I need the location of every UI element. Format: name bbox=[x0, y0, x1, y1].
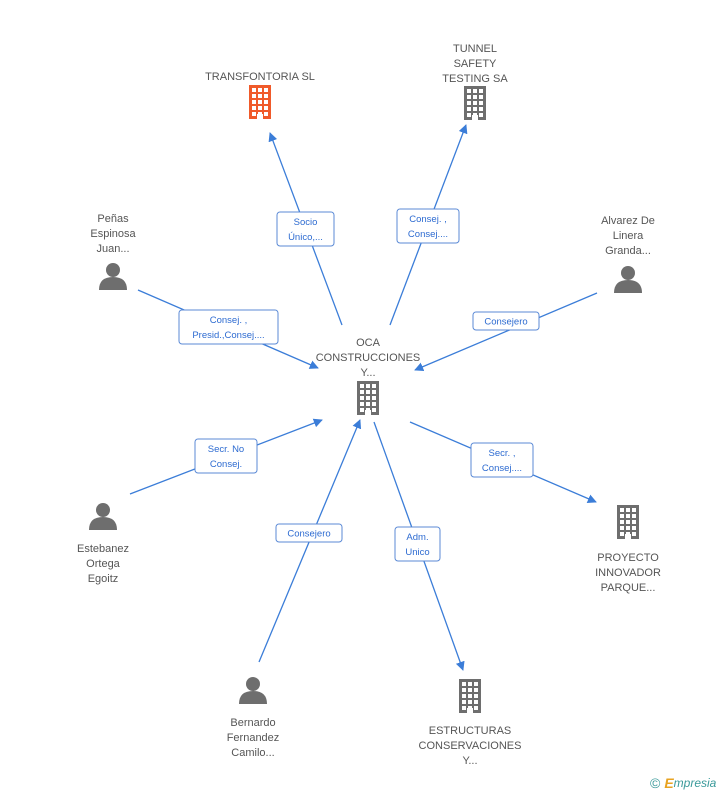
brand-initial: E bbox=[664, 775, 674, 791]
edge-label-box bbox=[276, 211, 335, 247]
edge-label-box bbox=[275, 523, 343, 543]
edge-label[interactable]: Adm. Unico bbox=[394, 526, 441, 562]
brand-name: mpresia bbox=[673, 776, 717, 790]
node-label-line: OCA bbox=[356, 337, 381, 349]
edge-label-text: Único,... bbox=[288, 232, 323, 243]
person-icon bbox=[89, 503, 117, 530]
edge-label[interactable]: Consejero bbox=[275, 523, 343, 543]
edge-label[interactable]: Secr. No Consej. bbox=[194, 438, 258, 474]
node-label: TRANSFONTORIA SL bbox=[205, 71, 315, 83]
nodes-layer: OCA CONSTRUCCIONES Y... TRANSFONTORIA SL TUN… bbox=[77, 43, 661, 767]
node-label: PROYECTO INNOVADOR PARQUE... bbox=[595, 552, 661, 594]
edge-label-text: Consej. , bbox=[409, 214, 447, 225]
node-label: TUNNEL SAFETY TESTING SA bbox=[442, 43, 508, 85]
node-label-line: ESTRUCTURAS bbox=[429, 725, 512, 737]
edge-label[interactable]: SocioÚnico,... bbox=[276, 211, 335, 247]
node-label: ESTRUCTURAS CONSERVACIONES Y... bbox=[419, 725, 522, 767]
node-estructuras[interactable]: ESTRUCTURAS CONSERVACIONES Y... bbox=[419, 679, 522, 767]
person-icon bbox=[99, 263, 127, 290]
edge-label-box bbox=[194, 438, 258, 474]
edge-label-box bbox=[470, 442, 534, 478]
node-label-line: Ortega bbox=[86, 558, 121, 570]
building-icon bbox=[464, 86, 486, 120]
node-label-line: Y... bbox=[360, 367, 375, 379]
building-icon bbox=[617, 505, 639, 539]
edge-label-box bbox=[472, 311, 540, 331]
edge-label-text: Secr. No bbox=[208, 444, 244, 455]
edge-label-text: Consej.... bbox=[408, 229, 448, 240]
node-label-line: Fernandez bbox=[227, 732, 280, 744]
node-label-line: Alvarez De bbox=[601, 215, 655, 227]
edge-label[interactable]: Consejero bbox=[472, 311, 540, 331]
node-label-line: PROYECTO bbox=[597, 552, 659, 564]
node-label-line: Granda... bbox=[605, 245, 651, 257]
node-label-line: CONSTRUCCIONES bbox=[316, 352, 421, 364]
node-label-line: Juan... bbox=[96, 243, 129, 255]
edge-label-box bbox=[396, 208, 460, 244]
node-label-line: SAFETY bbox=[454, 58, 497, 70]
person-icon bbox=[239, 677, 267, 704]
edge-label[interactable]: Consej. , Presid.,Consej.... bbox=[178, 309, 279, 345]
person-icon bbox=[614, 266, 642, 293]
node-label-line: Egoitz bbox=[88, 573, 119, 585]
node-label-line: TESTING SA bbox=[442, 73, 508, 85]
node-transfontoria[interactable]: TRANSFONTORIA SL bbox=[205, 71, 315, 119]
edge-label-text: Consej. , bbox=[210, 315, 248, 326]
node-label-line: Peñas bbox=[97, 213, 129, 225]
building-icon bbox=[249, 85, 271, 119]
edge-label-text: Socio bbox=[294, 217, 318, 228]
edge-label[interactable]: Secr. , Consej.... bbox=[470, 442, 534, 478]
copyright-icon: © bbox=[650, 775, 661, 791]
edge-label-box bbox=[394, 526, 441, 562]
node-proyecto[interactable]: PROYECTO INNOVADOR PARQUE... bbox=[595, 505, 661, 594]
node-label-line: PARQUE... bbox=[601, 582, 656, 594]
node-label-line: Linera bbox=[613, 230, 644, 242]
edge-label-text: Consejero bbox=[287, 529, 330, 540]
edge-label-box bbox=[178, 309, 279, 345]
node-center[interactable]: OCA CONSTRUCCIONES Y... bbox=[316, 337, 421, 415]
empresia-credit[interactable]: © E mpresia bbox=[650, 774, 716, 792]
node-label-line: Estebanez bbox=[77, 543, 129, 555]
edge-label-text: Presid.,Consej.... bbox=[192, 330, 264, 341]
edge-label-text: Consej. bbox=[210, 459, 242, 470]
node-label-line: CONSERVACIONES bbox=[419, 740, 522, 752]
edge-label-text: Consejero bbox=[484, 317, 527, 328]
node-tunnel[interactable]: TUNNEL SAFETY TESTING SA bbox=[442, 43, 508, 120]
edge-label-text: Unico bbox=[405, 547, 429, 558]
node-label-line: Camilo... bbox=[231, 747, 274, 759]
node-label-line: Y... bbox=[462, 755, 477, 767]
node-label-line: TUNNEL bbox=[453, 43, 497, 55]
edge-label-text: Adm. bbox=[406, 532, 428, 543]
node-label-line: TRANSFONTORIA SL bbox=[205, 71, 315, 83]
edge-alvarez-center bbox=[414, 292, 598, 371]
node-label-line: INNOVADOR bbox=[595, 567, 661, 579]
node-label-line: Espinosa bbox=[90, 228, 136, 240]
node-label: OCA CONSTRUCCIONES Y... bbox=[316, 337, 421, 379]
node-label-line: Bernardo bbox=[230, 717, 275, 729]
edge-label[interactable]: Consej. , Consej.... bbox=[396, 208, 460, 244]
edge-label-text: Secr. , bbox=[489, 448, 516, 459]
edge-label-text: Consej.... bbox=[482, 463, 522, 474]
building-icon bbox=[459, 679, 481, 713]
building-icon bbox=[357, 381, 379, 415]
